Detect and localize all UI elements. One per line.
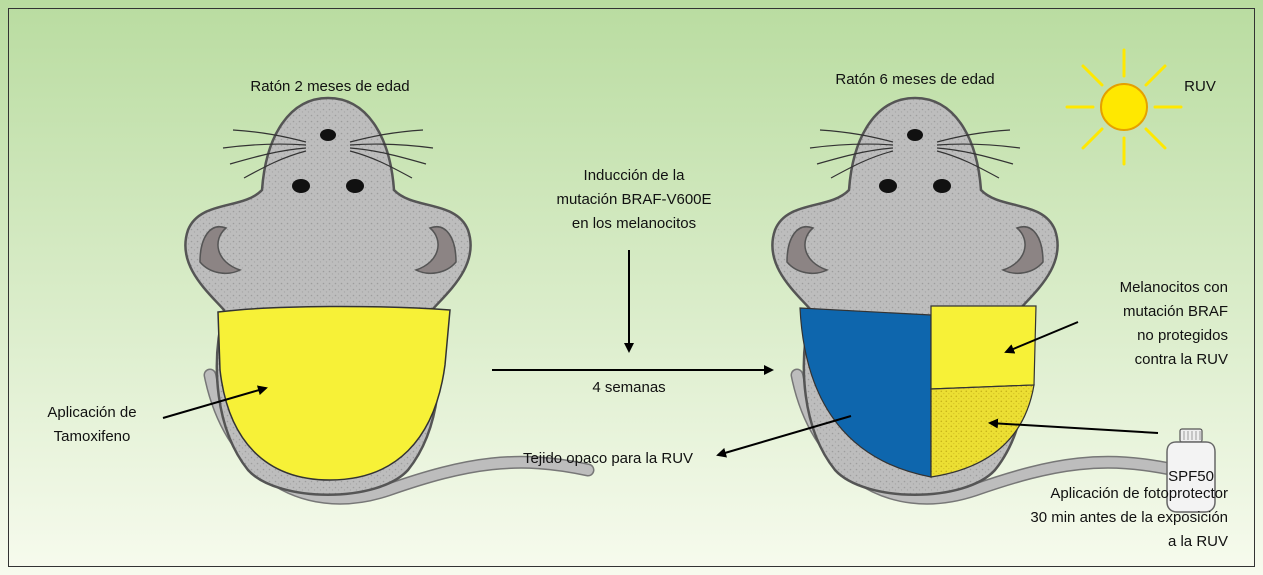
induction-line-3: en los melanocitos	[572, 215, 696, 232]
tamoxifen-label-line-1: Aplicación de	[47, 404, 136, 421]
unprotected-label-line-3: no protegidos	[1137, 327, 1228, 344]
sunscreen-label-line-3: a la RUV	[1168, 533, 1228, 550]
sunscreen-label-line-1: Aplicación de fotoprotector	[1050, 485, 1228, 502]
induction-line-2: mutación BRAF-V600E	[556, 191, 711, 208]
unprotected-label-line-1: Melanocitos con	[1120, 279, 1228, 296]
duration-label: 4 semanas	[592, 379, 665, 396]
tamoxifen-label-line-2: Tamoxifeno	[54, 428, 131, 445]
unprotected-area	[931, 306, 1036, 389]
spf-label: SPF50	[1168, 468, 1214, 485]
opaque-tissue-label: Tejido opaco para la RUV	[523, 450, 693, 467]
ruv-label: RUV	[1184, 78, 1216, 95]
unprotected-label-line-4: contra la RUV	[1135, 351, 1228, 368]
sunscreen-label-line-2: 30 min antes de la exposición	[1030, 509, 1228, 526]
mouse-left-title: Ratón 2 meses de edad	[250, 78, 409, 95]
unprotected-label-line-2: mutación BRAF	[1123, 303, 1228, 320]
induction-line-1: Inducción de la	[584, 167, 686, 184]
sun-icon	[1067, 50, 1181, 164]
mouse-right-title: Ratón 6 meses de edad	[835, 71, 994, 88]
